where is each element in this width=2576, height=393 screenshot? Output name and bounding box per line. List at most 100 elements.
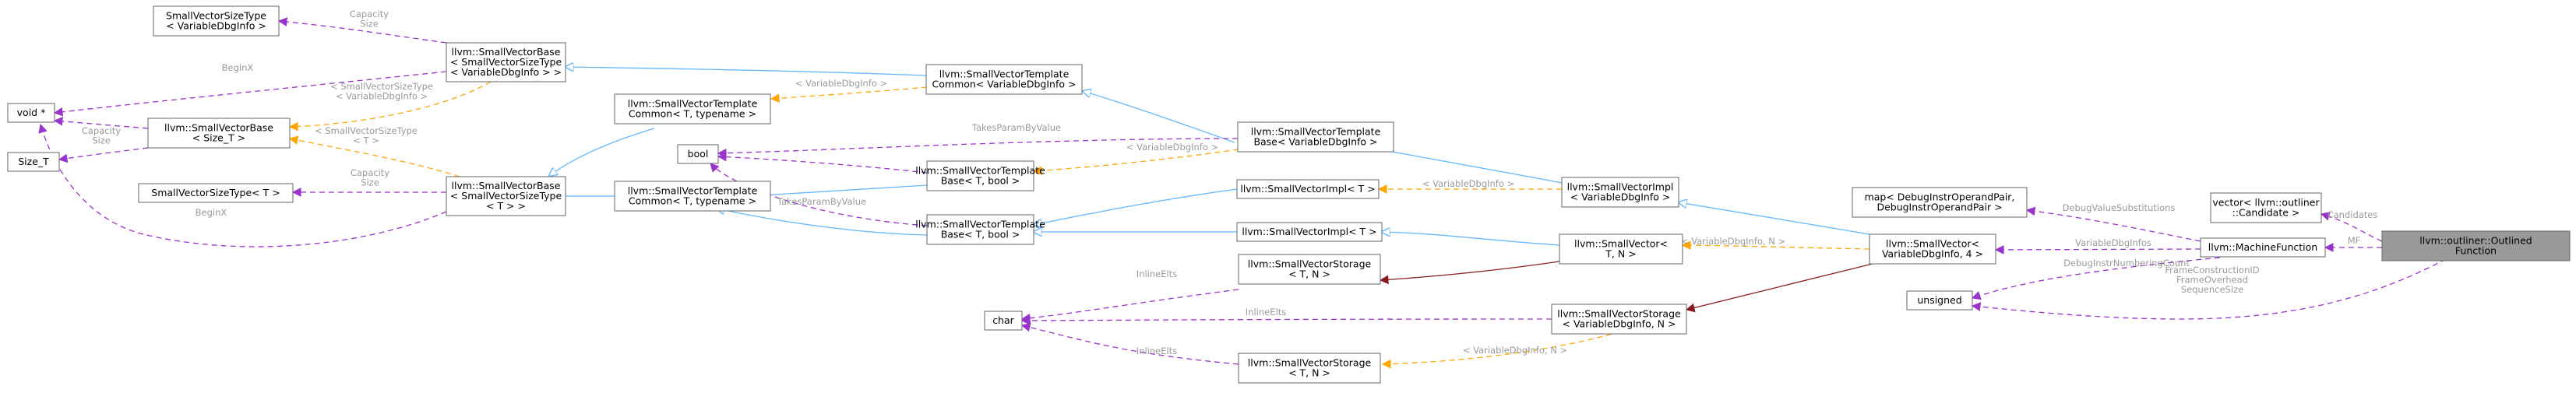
node-svstorage-vdi-n[interactable]: llvm::SmallVectorStorage< VariableDbgInf… — [1551, 304, 1687, 335]
node-box — [7, 152, 60, 172]
node-svst-t[interactable]: SmallVectorSizeType< T > — [138, 183, 294, 203]
edge-svtb-t-bool-2-to-svtc-t-typename-2 — [717, 209, 928, 236]
node-machine-function[interactable]: llvm::MachineFunction — [2200, 237, 2326, 258]
node-label-line: Base< T, bool > — [941, 175, 1020, 187]
edge-label-takes-param-by-value: TakesParamByValue — [777, 196, 866, 207]
edge-svtb-vdi-to-bool — [717, 138, 1239, 158]
edge-sv-t-n-to-svimpl-t-2 — [1382, 232, 1560, 246]
node-label-line: llvm::SmallVectorTemplate — [915, 219, 1045, 230]
node-box — [926, 214, 1034, 245]
node-sv-vdi-4[interactable]: llvm::SmallVector<VariableDbgInfo, 4 > — [1869, 233, 1996, 265]
node-svbase-svst-t[interactable]: llvm::SmallVectorBase< SmallVectorSizeTy… — [446, 176, 566, 216]
nodes: SmallVectorSizeType< VariableDbgInfo >vo… — [7, 5, 2571, 384]
edge-label-mf: MF — [2348, 235, 2361, 246]
node-label-line: llvm::SmallVectorBase — [452, 46, 561, 58]
node-label-line: Function — [2455, 245, 2497, 257]
edge-svtb-t-bool-1-to-bool — [717, 152, 928, 174]
edge-label-inline-elts: InlineElts — [1136, 346, 1177, 356]
edge-of-to-vector-candidate — [2320, 212, 2383, 242]
edge-label-capacity-size: Size — [361, 177, 379, 188]
node-svst-vdi[interactable]: SmallVectorSizeType< VariableDbgInfo > — [153, 5, 280, 37]
node-label-line: llvm::SmallVectorImpl< T > — [1242, 226, 1376, 237]
edge-label-beginx: BeginX — [222, 62, 254, 73]
node-label-line: unsigned — [1917, 294, 1961, 306]
node-svstorage-t-n-1[interactable]: llvm::SmallVectorStorage< T, N > — [1238, 254, 1381, 285]
node-label-line: llvm::MachineFunction — [2208, 241, 2317, 253]
edge-sv-vdi-4-to-svstorage-vdi-n — [1685, 260, 1886, 313]
edge-of-to-unsigned — [1971, 258, 2447, 320]
edge-svtb-t-bool-1-to-svtc-t-typename-2 — [749, 184, 928, 196]
node-box — [984, 311, 1023, 331]
node-box — [1236, 222, 1383, 242]
node-label-line: Common< VariableDbgInfo > — [932, 79, 1077, 90]
edge-svimpl-t-1-to-svtb-t-bool-2 — [1034, 188, 1238, 225]
edge-mf-to-map-dbg — [2025, 206, 2201, 242]
node-box — [446, 42, 566, 82]
node-label-line: llvm::SmallVector< — [1886, 238, 1979, 250]
node-label-line: char — [992, 314, 1014, 326]
node-label-line: < VariableDbgInfo > — [166, 20, 266, 32]
node-label-line: llvm::SmallVectorTemplate — [915, 165, 1045, 177]
node-box — [1561, 177, 1679, 208]
node-box — [1238, 353, 1381, 384]
node-label-line: void * — [17, 107, 46, 118]
node-vector-candidate[interactable]: vector< llvm::outliner::Candidate > — [2210, 192, 2322, 223]
edge-label-vdi-tmpl: < VariableDbgInfo > — [1126, 142, 1218, 153]
edge-label-candidates: Candidates — [2328, 209, 2378, 220]
edge-svbase-size-t-to-void-ptr — [53, 117, 149, 129]
node-bool[interactable]: bool — [677, 144, 719, 164]
node-label-line: < T > > — [486, 200, 526, 212]
node-label-line: map< DebugInstrOperandPair, — [1865, 191, 2015, 203]
edge-svstorage-t-n-1-to-char — [1020, 289, 1239, 323]
edge-svstorage-t-n-2-to-char — [1020, 322, 1239, 365]
node-label-line: llvm::SmallVectorStorage — [1248, 357, 1372, 369]
node-svimpl-t-2[interactable]: llvm::SmallVectorImpl< T > — [1236, 222, 1383, 242]
node-label-line: llvm::SmallVectorStorage — [1248, 258, 1372, 270]
node-box — [926, 160, 1034, 191]
node-svstorage-t-n-2[interactable]: llvm::SmallVectorStorage< T, N > — [1238, 353, 1381, 384]
node-unsigned[interactable]: unsigned — [1906, 290, 1973, 311]
edge-svbase-size-t-to-size-t — [58, 147, 149, 163]
node-box — [446, 176, 566, 216]
node-box — [2210, 192, 2322, 223]
node-label-line: < VariableDbgInfo > > — [450, 66, 562, 78]
node-svbase-size-t[interactable]: llvm::SmallVectorBase< Size_T > — [147, 118, 291, 149]
node-label-line: SmallVectorSizeType — [166, 10, 266, 22]
edge-svbase-svst-t-to-svbase-size-t — [288, 135, 460, 177]
edge-label-inline-elts: InlineElts — [1136, 268, 1177, 279]
node-label-line: llvm::SmallVectorStorage — [1557, 308, 1681, 320]
edge-label-capacity-size: Size — [92, 135, 111, 146]
node-sv-t-n[interactable]: llvm::SmallVector<T, N > — [1559, 233, 1683, 265]
edge-svtb-vdi-to-svtb-t-bool-1 — [1032, 149, 1239, 176]
node-label-line: Common< T, typename > — [629, 108, 756, 120]
node-box — [147, 118, 291, 149]
edge-svbase-svst-vdi-to-svbase-size-t — [288, 81, 492, 132]
node-svimpl-vdi[interactable]: llvm::SmallVectorImpl< VariableDbgInfo > — [1561, 177, 1679, 208]
edge-svtc-t-typename-1-to-svbase-svst-t — [549, 128, 655, 176]
node-size-t[interactable]: Size_T — [7, 152, 60, 172]
node-svimpl-t-1[interactable]: llvm::SmallVectorImpl< T > — [1236, 179, 1380, 199]
edge-label-inline-elts: InlineElts — [1246, 307, 1286, 318]
edge-label-svst-t-tmpl: < T > — [353, 135, 379, 146]
edge-label-frame-fields: FrameOverhead — [2176, 275, 2248, 286]
edge-label-vdi-n-tmpl: < VariableDbgInfo, N > — [1681, 236, 1785, 247]
node-void-ptr[interactable]: void * — [7, 103, 55, 123]
edge-svtc-vdi-to-svbase-svst-vdi — [566, 67, 927, 76]
node-map-dbg[interactable]: map< DebugInstrOperandPair,DebugInstrOpe… — [1852, 187, 2028, 218]
edge-mf-to-unsigned — [1971, 257, 2221, 300]
node-label-line: llvm::SmallVectorTemplate — [1251, 126, 1381, 138]
node-box — [2381, 230, 2571, 261]
node-box — [1238, 254, 1381, 285]
node-label-line: llvm::SmallVectorTemplate — [939, 68, 1070, 80]
node-svbase-svst-vdi[interactable]: llvm::SmallVectorBase< SmallVectorSizeTy… — [446, 42, 566, 82]
node-char[interactable]: char — [984, 311, 1023, 331]
node-label-line: < Size_T > — [192, 132, 245, 144]
